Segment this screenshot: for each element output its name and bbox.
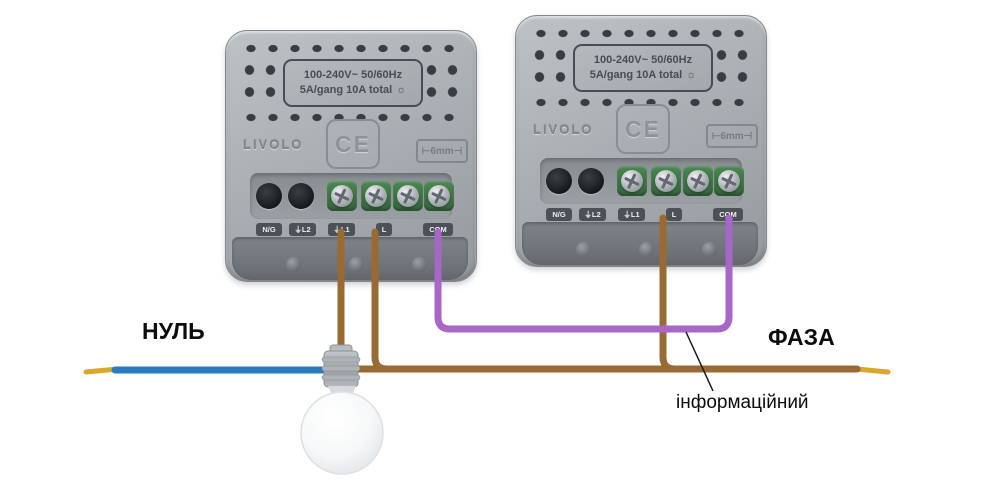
switch-module-2: 100-240V~ 50/60Hz 5A/gang 10A total☼ LIV… — [515, 15, 767, 267]
bulb-neck — [328, 386, 356, 400]
terminal-com — [424, 181, 454, 211]
terminal-spare — [683, 166, 713, 196]
terminal-l — [361, 181, 391, 211]
current-rating: 5A/gang 10A total☼ — [299, 84, 407, 96]
mounting-screw — [639, 242, 654, 257]
bulb-globe — [300, 391, 384, 475]
terminal-screw — [428, 185, 450, 207]
ratings-plate: 100-240V~ 50/60Hz 5A/gang 10A total☼ — [573, 44, 713, 92]
current-rating: 5A/gang 10A total☼ — [589, 69, 697, 81]
terminal-screw — [397, 185, 419, 207]
mounting-screw — [576, 242, 591, 257]
light-bulb — [300, 344, 384, 475]
bare-wire-end-right — [853, 366, 891, 375]
ce-mark: CE — [616, 104, 670, 154]
cap-ridge — [321, 374, 361, 381]
terminal-screw — [331, 185, 353, 207]
terminal-l — [651, 166, 681, 196]
mounting-screw — [702, 242, 717, 257]
phase-label: ФАЗА — [768, 324, 835, 350]
ratings-plate: 100-240V~ 50/60Hz 5A/gang 10A total☼ — [283, 59, 423, 107]
mounting-flange — [232, 237, 468, 280]
vent-holes — [529, 44, 571, 88]
neutral-label: НУЛЬ — [142, 318, 205, 344]
mounting-flange — [522, 222, 758, 265]
wire-gauge-label: ⊢6mm⊣ — [706, 124, 758, 148]
bulb-cap-top — [329, 344, 353, 355]
voltage-rating: 100-240V~ 50/60Hz — [593, 54, 693, 66]
terminal-label-ng: N/G — [256, 223, 282, 236]
terminal-label-l1: ⏚L1 — [618, 208, 645, 221]
vent-holes — [239, 59, 281, 103]
terminal-label-l: L — [666, 208, 682, 221]
lamp-icon: ☼ — [686, 69, 697, 81]
ce-mark: CE — [326, 119, 380, 169]
wire-gauge-label: ⊢6mm⊣ — [416, 139, 468, 163]
lamp-icon: ☼ — [396, 84, 407, 96]
terminal-spare — [393, 181, 423, 211]
vent-holes — [711, 44, 753, 88]
signal-callout-line — [685, 331, 714, 392]
brand-logo: LIVOLO — [243, 137, 304, 152]
signal-label: інформаційний — [676, 392, 809, 413]
terminal-screw — [621, 170, 643, 192]
terminal-label-l: L — [376, 223, 392, 236]
terminal-screw — [655, 170, 677, 192]
voltage-rating: 100-240V~ 50/60Hz — [303, 69, 403, 81]
vent-holes — [530, 25, 752, 42]
cap-ridge — [321, 356, 361, 363]
terminal-label-ng: N/G — [546, 208, 572, 221]
terminal-screw — [687, 170, 709, 192]
terminal-com — [714, 166, 744, 196]
mounting-screw — [286, 257, 301, 272]
terminal-hole-l2 — [288, 183, 314, 209]
bulb-screw-cap — [323, 350, 359, 388]
terminal-l1 — [327, 181, 357, 211]
cap-ridge — [321, 365, 361, 372]
terminal-label-l1: ⏚L1 — [328, 223, 355, 236]
mounting-screw — [349, 257, 364, 272]
terminal-screw — [718, 170, 740, 192]
switch-module-1: 100-240V~ 50/60Hz 5A/gang 10A total☼ LIV… — [225, 30, 477, 282]
terminal-hole-l2 — [578, 168, 604, 194]
bare-wire-end-left — [83, 366, 121, 375]
mounting-screw — [412, 257, 427, 272]
vent-holes — [421, 59, 463, 103]
terminal-l1 — [617, 166, 647, 196]
brand-logo: LIVOLO — [533, 122, 594, 137]
terminal-hole-ng — [546, 168, 572, 194]
vent-holes — [530, 94, 752, 111]
terminal-label-com: COM — [423, 223, 453, 236]
terminal-label-com: COM — [713, 208, 743, 221]
terminal-label-l2: ⏚L2 — [289, 223, 316, 236]
vent-holes — [240, 109, 462, 126]
terminal-screw — [365, 185, 387, 207]
terminal-hole-ng — [256, 183, 282, 209]
vent-holes — [240, 40, 462, 57]
terminal-label-l2: ⏚L2 — [579, 208, 606, 221]
